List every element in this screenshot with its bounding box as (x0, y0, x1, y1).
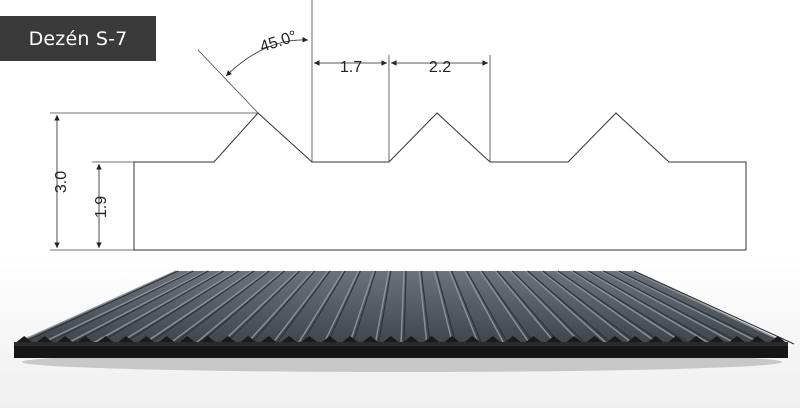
mat-rib-highlight (374, 270, 390, 345)
mat-rib-highlight (494, 270, 557, 345)
mat-rib-shadow (557, 270, 665, 345)
mat-rib-shadow (496, 270, 561, 345)
mat-rib-shadow (326, 270, 361, 345)
mat-rib-highlight (168, 270, 268, 345)
mat-rib-highlight (142, 270, 253, 345)
mat-rib-shadow (572, 270, 691, 345)
mat-rib-highlight (586, 270, 711, 345)
mat-rib-highlight (39, 270, 192, 345)
mat-rib-highlight (509, 270, 583, 345)
mat-rib-shadow (198, 270, 285, 345)
mat-rib-highlight (116, 270, 238, 345)
mat-rib-highlight (65, 270, 207, 345)
mat-rib-highlight (194, 270, 283, 345)
mat-rib-shadow (96, 270, 224, 345)
mat-rib-highlight (91, 270, 222, 345)
mat-rib-shadow (224, 270, 301, 345)
mat-rib-shadow (633, 270, 795, 345)
mat-rib-shadow (588, 270, 717, 345)
title-badge: Dezén S-7 (0, 16, 156, 61)
mat-rib-shadow (451, 270, 483, 345)
mat-rib-shadow (173, 270, 270, 345)
mat-rib-shadow (377, 270, 392, 345)
mat-rib-highlight (219, 270, 299, 345)
mat-rib-highlight (464, 270, 505, 345)
mat-rib-shadow (403, 270, 407, 345)
mat-rib-shadow (45, 270, 194, 345)
mat-rib-shadow (618, 270, 769, 345)
groove-top-width-label: 1.7 (340, 59, 362, 76)
mat-rib-shadow (70, 270, 209, 345)
mat-rib-highlight (418, 270, 428, 345)
mat-rib-highlight (433, 270, 454, 345)
mat-rib-highlight (448, 270, 480, 345)
rubber-mat-render (13, 270, 795, 372)
mat-rib-shadow (249, 270, 316, 345)
product-title: Dezén S-7 (28, 27, 128, 50)
mat-rib-shadow (481, 270, 535, 345)
mat-rib-shadow (122, 270, 240, 345)
base-thickness-label: 1.9 (93, 196, 110, 218)
mat-rib-highlight (570, 270, 686, 345)
mat-rib-shadow (147, 270, 255, 345)
total-thickness-label: 3.0 (53, 171, 70, 193)
mat-rib-highlight (525, 270, 608, 345)
angle-label: 45.0° (258, 28, 299, 56)
mat-rib-highlight (616, 270, 763, 345)
mat-rib-shadow (352, 270, 377, 345)
groove-pitch-label: 2.2 (429, 59, 451, 76)
mat-rib-shadow (527, 270, 613, 345)
mat-rib-highlight (601, 270, 737, 345)
mat-rib-shadow (511, 270, 587, 345)
mat-rib-shadow (466, 270, 509, 345)
angle-arc (225, 36, 309, 77)
mat-rib-highlight (540, 270, 634, 345)
mat-rib-shadow (603, 270, 743, 345)
mat-rib-highlight (400, 270, 405, 345)
mat-rib-highlight (13, 270, 177, 345)
angle-extension-line (197, 49, 259, 114)
mat-rib-highlight (555, 270, 660, 345)
mat-rib-highlight (245, 270, 314, 345)
mat-rib-highlight (631, 270, 789, 345)
mat-rib-highlight (479, 270, 531, 345)
mat-rib-shadow (275, 270, 331, 345)
mat-rib-shadow (301, 270, 346, 345)
mat-front-edge-top (14, 342, 788, 346)
mat-rib-highlight (271, 270, 329, 345)
mat-rib-highlight (348, 270, 375, 345)
mat-rib-shadow (435, 270, 457, 345)
mat-rib-shadow (542, 270, 639, 345)
mat-rib-shadow (19, 270, 179, 345)
mat-rib-highlight (322, 270, 360, 345)
mat-front-edge (14, 344, 788, 358)
cross-section-profile (133, 112, 747, 251)
mat-rib-highlight (297, 270, 344, 345)
mat-rib-shadow (420, 270, 431, 345)
